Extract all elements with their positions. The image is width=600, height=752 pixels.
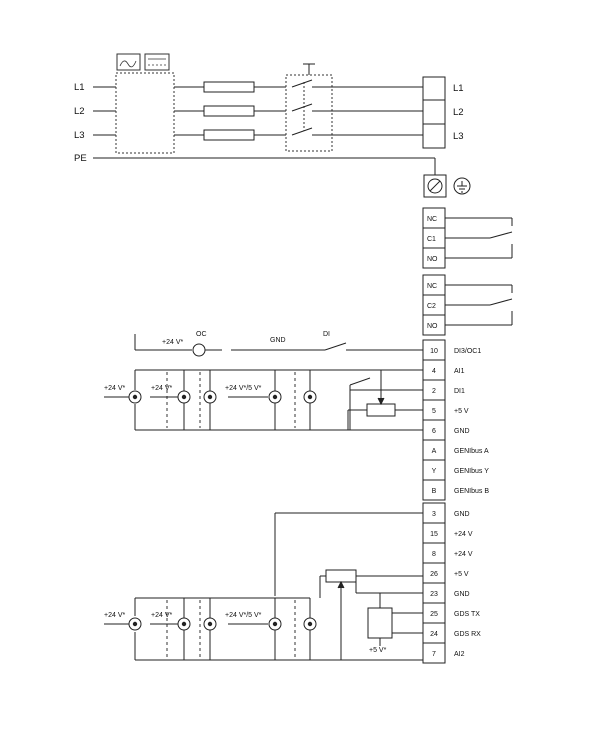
b2-v24-5-label: +24 V*/5 V* [225, 612, 262, 619]
b2-num-2: 8 [432, 551, 436, 558]
b2-num-7: 7 [432, 651, 436, 658]
control-terminal-block-2 [422, 502, 446, 664]
supply-label-l2: L2 [74, 106, 85, 117]
b2-num-3: 26 [430, 571, 438, 578]
output-label-l3: L3 [453, 131, 464, 142]
b1-num-6: Y [432, 468, 437, 475]
b1-label-0: DI3/OC1 [454, 348, 481, 355]
b1-label-5: GENIbus A [454, 448, 489, 455]
oc-output-icon [192, 343, 206, 357]
b1-label-4: GND [454, 428, 470, 435]
supply-label-l1: L1 [74, 82, 85, 93]
sensor-icons-block-1 [128, 390, 317, 404]
b2-label-5: GDS TX [454, 611, 480, 618]
b2-v24-label-a: +24 V* [104, 612, 125, 619]
b2-num-1: 15 [430, 531, 438, 538]
supply-label-l3: L3 [74, 130, 85, 141]
b2-num-5: 25 [430, 611, 438, 618]
output-label-l1: L1 [453, 83, 464, 94]
earth-ground-icon [453, 177, 471, 195]
b1-label-2: DI1 [454, 388, 465, 395]
relay-1-terminal-block [422, 207, 446, 269]
b1-num-2: 2 [432, 388, 436, 395]
b2-num-0: 3 [432, 511, 436, 518]
sensor-icons-block-2 [128, 617, 317, 631]
relay-2-contact [445, 284, 513, 326]
relay-1-nc: NC [427, 216, 437, 223]
b2-label-3: +5 V [454, 571, 469, 578]
b1-num-3: 5 [432, 408, 436, 415]
b1-label-7: GENIbus B [454, 488, 489, 495]
main-disconnect-switch [285, 63, 333, 152]
b1-label-6: GENIbus Y [454, 468, 489, 475]
supply-label-pe: PE [74, 153, 87, 164]
b2-label-0: GND [454, 511, 470, 518]
oc-supply-label: +24 V* [162, 339, 183, 346]
relay-2-terminal-block [422, 274, 446, 336]
pe-terminal [423, 174, 447, 198]
di-label: DI [323, 331, 330, 338]
relay-1-no: NO [427, 256, 438, 263]
b2-num-6: 24 [430, 631, 438, 638]
b1-num-7: B [432, 488, 437, 495]
b2-label-1: +24 V [454, 531, 473, 538]
gnd-label: GND [270, 337, 286, 344]
b2-label-4: GND [454, 591, 470, 598]
emc-filter [115, 53, 175, 154]
block-1-digital-wiring [134, 334, 423, 357]
relay-1-contact [445, 217, 513, 259]
b2-label-2: +24 V [454, 551, 473, 558]
b1-v24-label-a: +24 V* [104, 385, 125, 392]
block-1-analog-wiring [104, 369, 423, 431]
relay-2-c2: C2 [427, 303, 436, 310]
b1-v24-label-b: +24 V* [151, 385, 172, 392]
output-terminal-block [422, 76, 446, 149]
block-2-analog-wiring [104, 512, 423, 661]
output-label-l2: L2 [453, 107, 464, 118]
control-terminal-block-1 [422, 339, 446, 501]
b2-num-4: 23 [430, 591, 438, 598]
b1-label-1: AI1 [454, 368, 465, 375]
oc-label: OC [196, 331, 207, 338]
fuses [203, 81, 255, 141]
b1-v24-5-label: +24 V*/5 V* [225, 385, 262, 392]
b2-label-7: AI2 [454, 651, 465, 658]
relay-2-nc: NC [427, 283, 437, 290]
b1-label-3: +5 V [454, 408, 469, 415]
b2-label-6: GDS RX [454, 631, 481, 638]
b1-num-5: A [432, 448, 437, 455]
b1-num-0: 10 [430, 348, 438, 355]
b2-v5-label: +5 V* [369, 647, 387, 654]
relay-2-no: NO [427, 323, 438, 330]
relay-1-c1: C1 [427, 236, 436, 243]
b1-num-1: 4 [432, 368, 436, 375]
b2-v24-label-b: +24 V* [151, 612, 172, 619]
b1-num-4: 6 [432, 428, 436, 435]
